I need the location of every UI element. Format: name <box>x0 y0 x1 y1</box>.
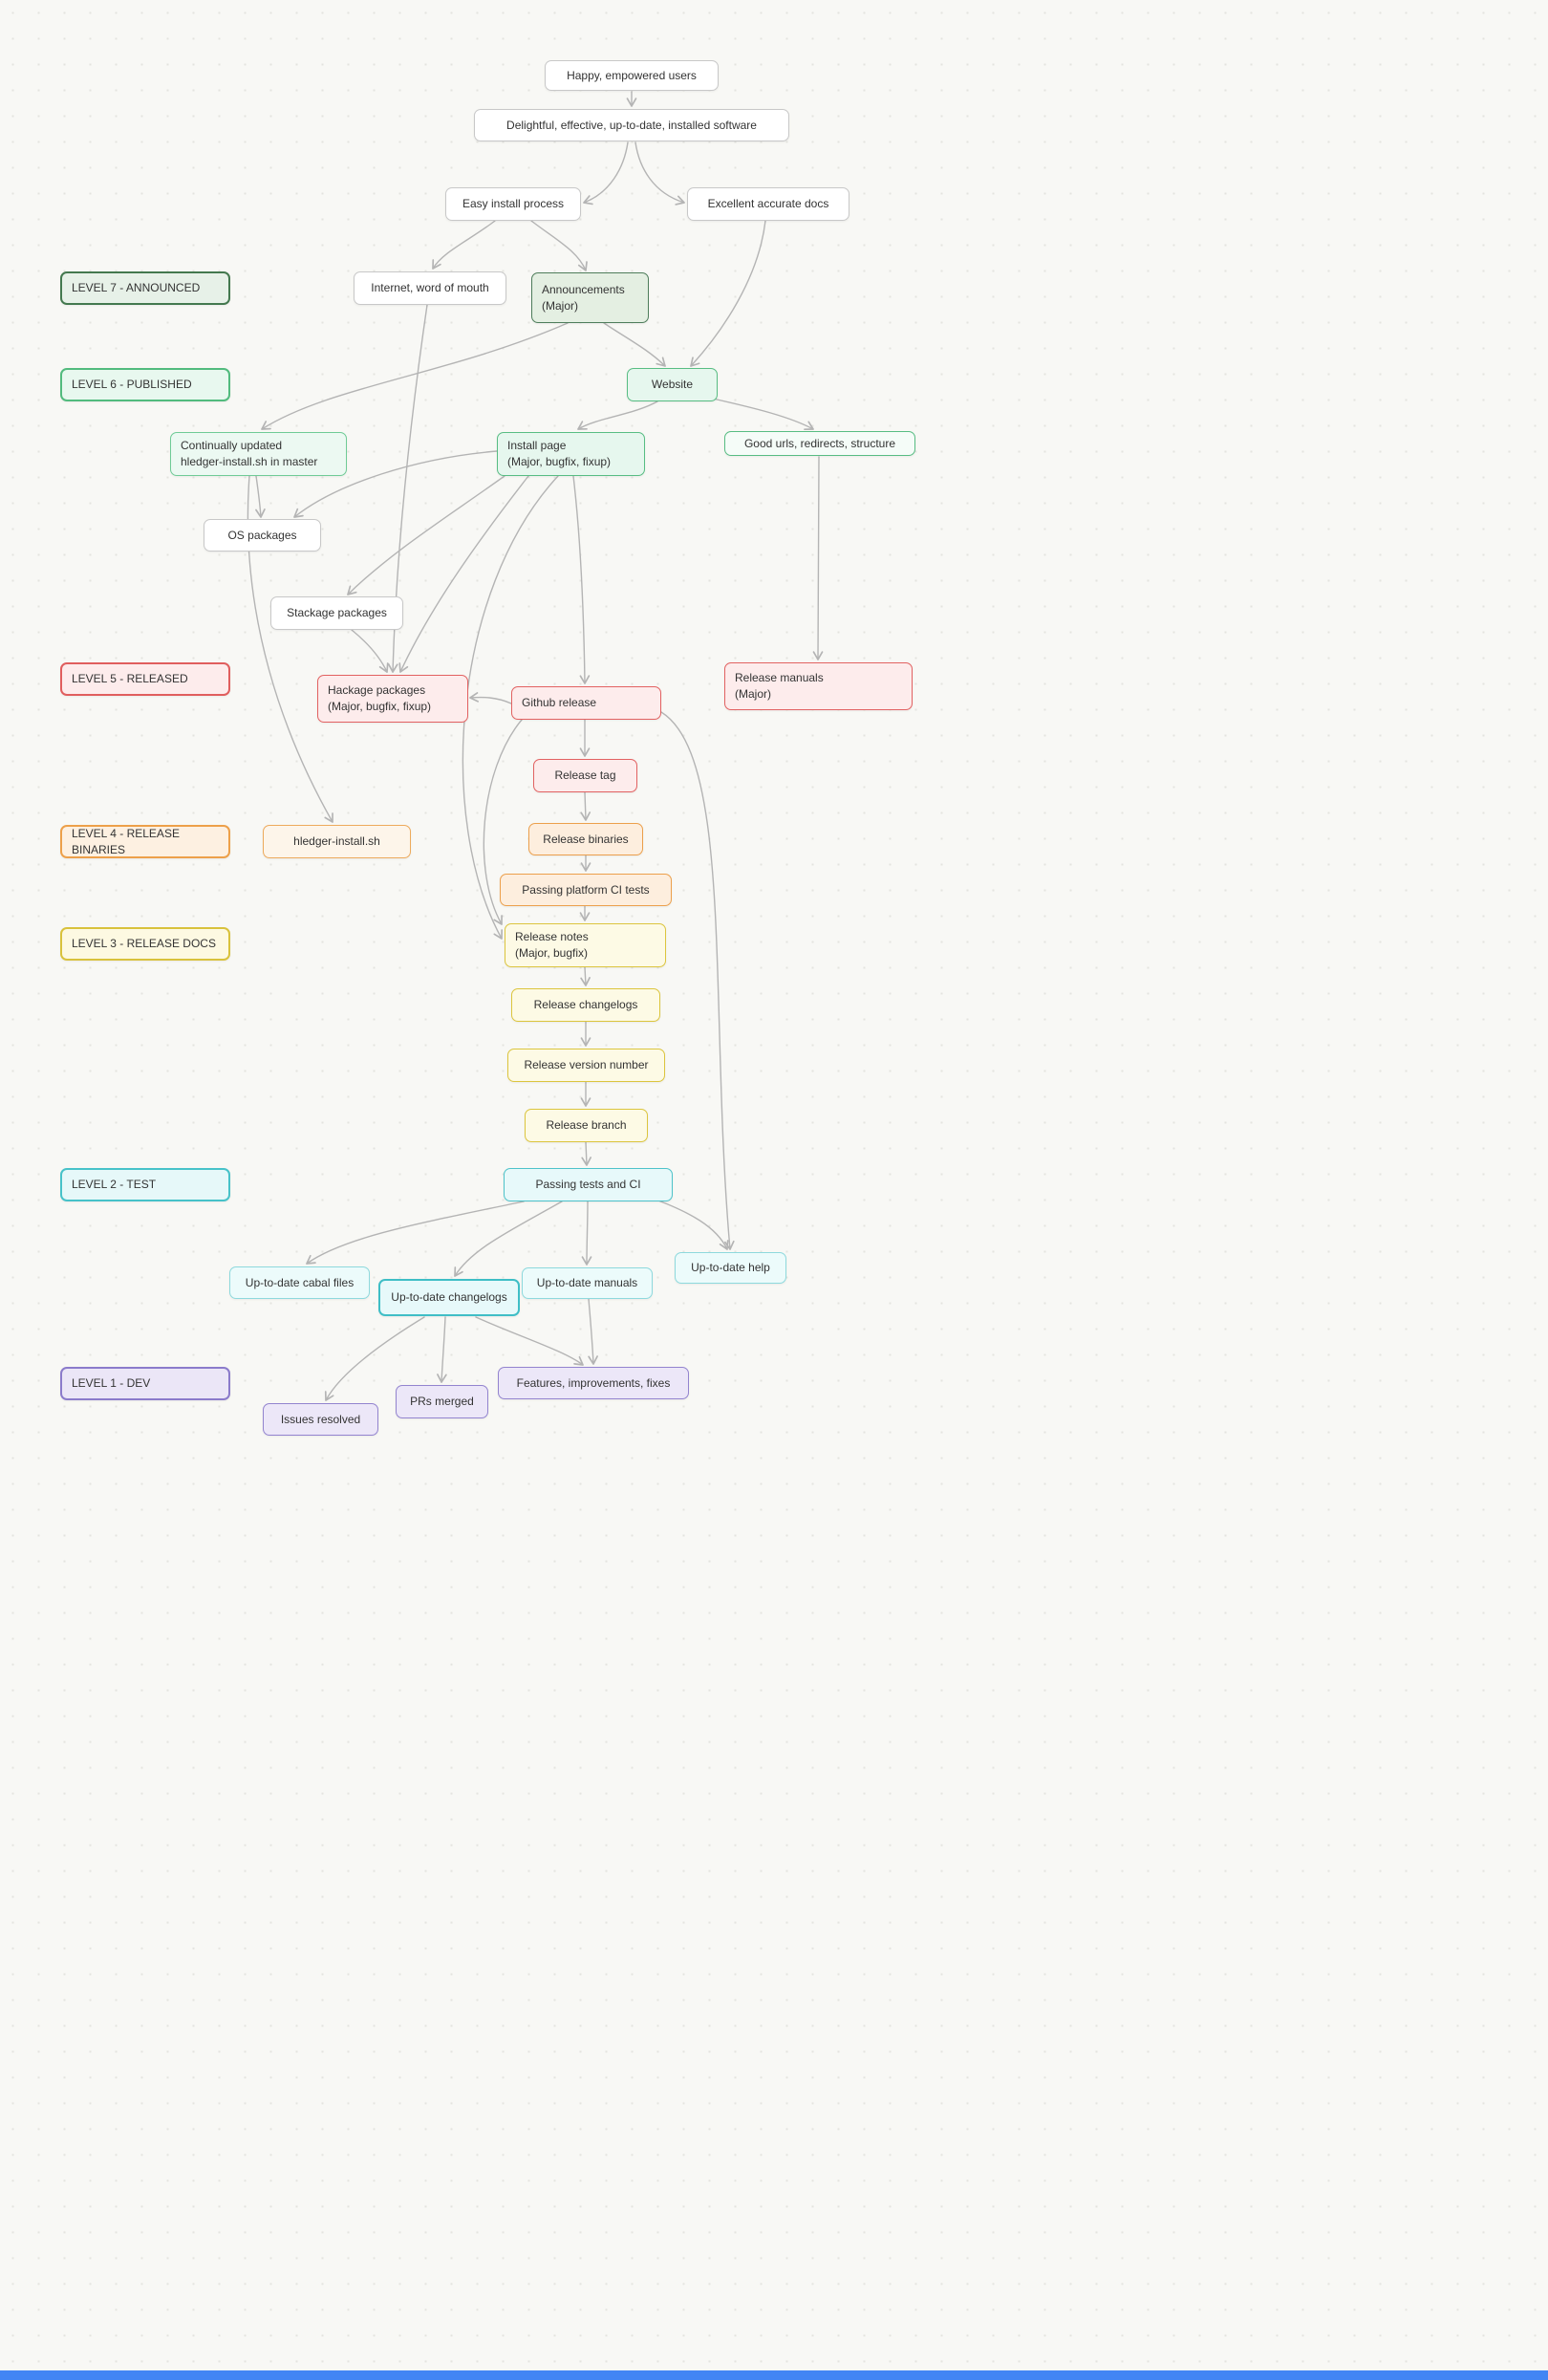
edge-passtests-cabal <box>306 1201 525 1265</box>
node-announcements-major[interactable]: Announcements (Major) <box>531 272 649 323</box>
node-passing-platform-ci-tests[interactable]: Passing platform CI tests <box>500 874 672 906</box>
edge-installpage-hackage <box>398 475 529 673</box>
node-good-urls-redirects-structure[interactable]: Good urls, redirects, structure <box>724 431 915 456</box>
edge-github-relnotes <box>483 719 523 925</box>
level-label-2-test[interactable]: LEVEL 2 - TEST <box>60 1168 230 1201</box>
node-excellent-accurate-docs[interactable]: Excellent accurate docs <box>687 187 849 221</box>
edge-reltag-relbin <box>580 791 591 821</box>
node-issues-resolved[interactable]: Issues resolved <box>263 1403 378 1436</box>
edge-website-installpage <box>577 400 658 430</box>
edge-passtests-utdchange <box>454 1201 563 1277</box>
edge-relbranch-passtests <box>581 1141 591 1166</box>
edge-github-utdhelp <box>660 711 735 1250</box>
node-hledger-install-sh[interactable]: hledger-install.sh <box>263 825 411 858</box>
edge-utdchange-issues <box>324 1316 425 1401</box>
edge-utdmanuals-features <box>588 1298 598 1365</box>
edge-utdchange-prs <box>437 1316 447 1383</box>
edge-github-hackage <box>469 692 512 704</box>
level-label-5-released[interactable]: LEVEL 5 - RELEASED <box>60 662 230 696</box>
node-install-page[interactable]: Install page (Major, bugfix, fixup) <box>497 432 645 476</box>
edge-relnotes-relchange <box>580 966 591 986</box>
node-os-packages[interactable]: OS packages <box>204 519 321 552</box>
edge-delightful-docs <box>634 141 685 206</box>
node-up-to-date-help[interactable]: Up-to-date help <box>675 1252 786 1284</box>
edge-installpage-ospkg <box>293 450 498 518</box>
node-release-version-number[interactable]: Release version number <box>507 1049 665 1082</box>
node-up-to-date-cabal-files[interactable]: Up-to-date cabal files <box>229 1266 370 1299</box>
edge-utdchange-features <box>475 1316 584 1366</box>
edge-continually-ospkg <box>255 475 266 518</box>
node-hackage-packages[interactable]: Hackage packages (Major, bugfix, fixup) <box>317 675 468 723</box>
edge-delightful-easy <box>583 141 629 206</box>
node-passing-tests-and-ci[interactable]: Passing tests and CI <box>504 1168 673 1201</box>
node-github-release[interactable]: Github release <box>511 686 661 720</box>
node-release-tag[interactable]: Release tag <box>533 759 637 792</box>
node-continually-updated-install-script[interactable]: Continually updated hledger-install.sh i… <box>170 432 347 476</box>
edge-passtests-utdhelp <box>647 1196 729 1250</box>
edge-website-goodurls <box>712 398 814 431</box>
edge-installpage-stackage <box>347 475 505 595</box>
level-label-7-announced[interactable]: LEVEL 7 - ANNOUNCED <box>60 271 230 305</box>
level-label-6-published[interactable]: LEVEL 6 - PUBLISHED <box>60 368 230 401</box>
node-up-to-date-manuals[interactable]: Up-to-date manuals <box>522 1267 653 1299</box>
edge-announce-continually <box>261 322 569 430</box>
edge-easy-announce <box>530 220 588 271</box>
node-up-to-date-changelogs[interactable]: Up-to-date changelogs <box>378 1279 520 1316</box>
bottom-accent-bar <box>0 2370 1548 2380</box>
node-website[interactable]: Website <box>627 368 718 401</box>
node-release-branch[interactable]: Release branch <box>525 1109 648 1142</box>
node-release-manuals-major[interactable]: Release manuals (Major) <box>724 662 913 710</box>
node-release-binaries[interactable]: Release binaries <box>528 823 643 855</box>
edge-announce-website <box>603 322 666 367</box>
node-release-notes[interactable]: Release notes (Major, bugfix) <box>505 923 666 967</box>
node-internet-word-of-mouth[interactable]: Internet, word of mouth <box>354 271 506 305</box>
node-stackage-packages[interactable]: Stackage packages <box>270 596 403 630</box>
node-features-improvements-fixes[interactable]: Features, improvements, fixes <box>498 1367 689 1399</box>
edge-easy-internet <box>432 220 496 270</box>
node-easy-install-process[interactable]: Easy install process <box>445 187 581 221</box>
edge-goodurls-relmanuals <box>812 456 824 660</box>
edge-docs-website <box>690 220 766 367</box>
node-prs-merged[interactable]: PRs merged <box>396 1385 488 1418</box>
node-happy-empowered-users[interactable]: Happy, empowered users <box>545 60 719 91</box>
node-release-changelogs[interactable]: Release changelogs <box>511 988 660 1022</box>
level-label-3-release-docs[interactable]: LEVEL 3 - RELEASE DOCS <box>60 927 230 961</box>
level-label-1-dev[interactable]: LEVEL 1 - DEV <box>60 1367 230 1400</box>
edge-stackage-hackage <box>351 629 389 673</box>
edge-installpage-github <box>572 475 591 684</box>
edge-passtests-utdmanuals <box>581 1201 592 1266</box>
node-delightful-installed-software[interactable]: Delightful, effective, up-to-date, insta… <box>474 109 789 141</box>
level-label-4-release-binaries[interactable]: LEVEL 4 - RELEASE BINARIES <box>60 825 230 858</box>
